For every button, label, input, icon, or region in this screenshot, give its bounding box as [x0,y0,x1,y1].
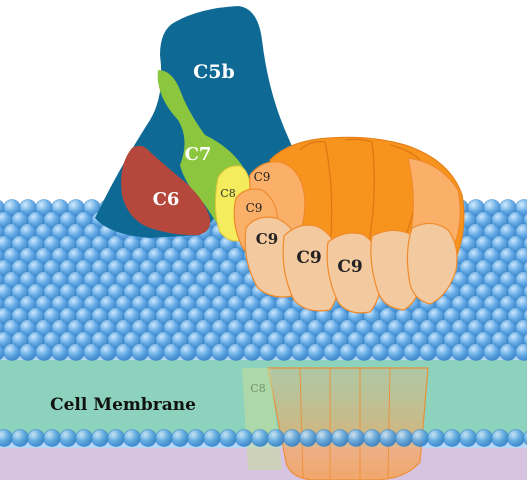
pore-lower-segment [242,368,428,480]
lipid-bead [44,430,61,447]
lipid-bead [180,344,197,361]
lipid-bead [292,344,309,361]
lipid-bead [484,344,501,361]
lipid-bead [268,430,285,447]
lipid-bead [260,344,277,361]
lipid-bead [396,430,413,447]
cell-membrane-label: Cell Membrane [50,395,196,415]
lipid-bead [284,430,301,447]
c9-label-5: C9 [337,257,362,277]
lipid-bead [220,430,237,447]
lipid-bead [116,344,133,361]
lipid-bead [132,344,149,361]
lipid-bead [276,344,293,361]
lipid-bead [36,344,53,361]
lipid-bead [236,430,253,447]
lipid-bead [204,430,221,447]
lipid-bead [52,344,69,361]
lipid-bead [252,430,269,447]
lipid-bead [468,344,485,361]
c9-label-4: C9 [296,248,321,268]
c6-label: C6 [153,189,180,210]
lipid-bead [308,344,325,361]
lipid-bead [156,430,173,447]
lipid-bead [428,430,445,447]
lipid-bead [164,344,181,361]
lipid-bead [28,430,45,447]
lipid-bead [324,344,341,361]
c9-label-1: C9 [254,170,271,184]
lipid-bead [364,430,381,447]
lipid-bead [196,344,213,361]
lipid-bead [124,430,141,447]
lipid-bead [316,430,333,447]
lipid-bead [100,344,117,361]
lipid-bead [348,430,365,447]
lipid-bead [92,430,109,447]
lipid-bead [20,344,37,361]
lipid-bead [212,344,229,361]
lipid-bead [436,344,453,361]
lipid-bead [148,344,165,361]
lipid-bead [380,430,397,447]
lipid-bead [444,430,461,447]
c9-label-3: C9 [256,230,278,248]
lipid-bead [108,430,125,447]
lipid-bead [420,344,437,361]
c8-lower-label: C8 [250,382,265,395]
lipid-bead [172,430,189,447]
lipid-bead [404,344,421,361]
lipid-bead [452,344,469,361]
lipid-bead [332,430,349,447]
lipid-bead [460,430,477,447]
lipid-bead [476,430,493,447]
lipid-bead [412,430,429,447]
lipid-bead [300,430,317,447]
lipid-bead [60,430,77,447]
c8-upper-label: C8 [220,187,235,200]
lipid-bead [244,344,261,361]
lipid-bead [388,344,405,361]
lipid-bead [68,344,85,361]
lipid-bead [228,344,245,361]
lipid-bead [188,430,205,447]
lipid-bead [140,430,157,447]
lipid-bead [84,344,101,361]
lipid-bead [340,344,357,361]
lipid-bead [356,344,373,361]
c7-label: C7 [185,144,212,165]
lipid-bead [508,430,525,447]
c9-ring: C9 C9 C9 C9 C9 [234,137,464,313]
lipid-bead [500,344,517,361]
lipid-bead [492,430,509,447]
lipid-bead [76,430,93,447]
c9-label-2: C9 [246,201,263,215]
lipid-bead [4,344,21,361]
c5b-label: C5b [193,61,235,83]
lipid-bead [12,430,29,447]
lipid-bead [372,344,389,361]
